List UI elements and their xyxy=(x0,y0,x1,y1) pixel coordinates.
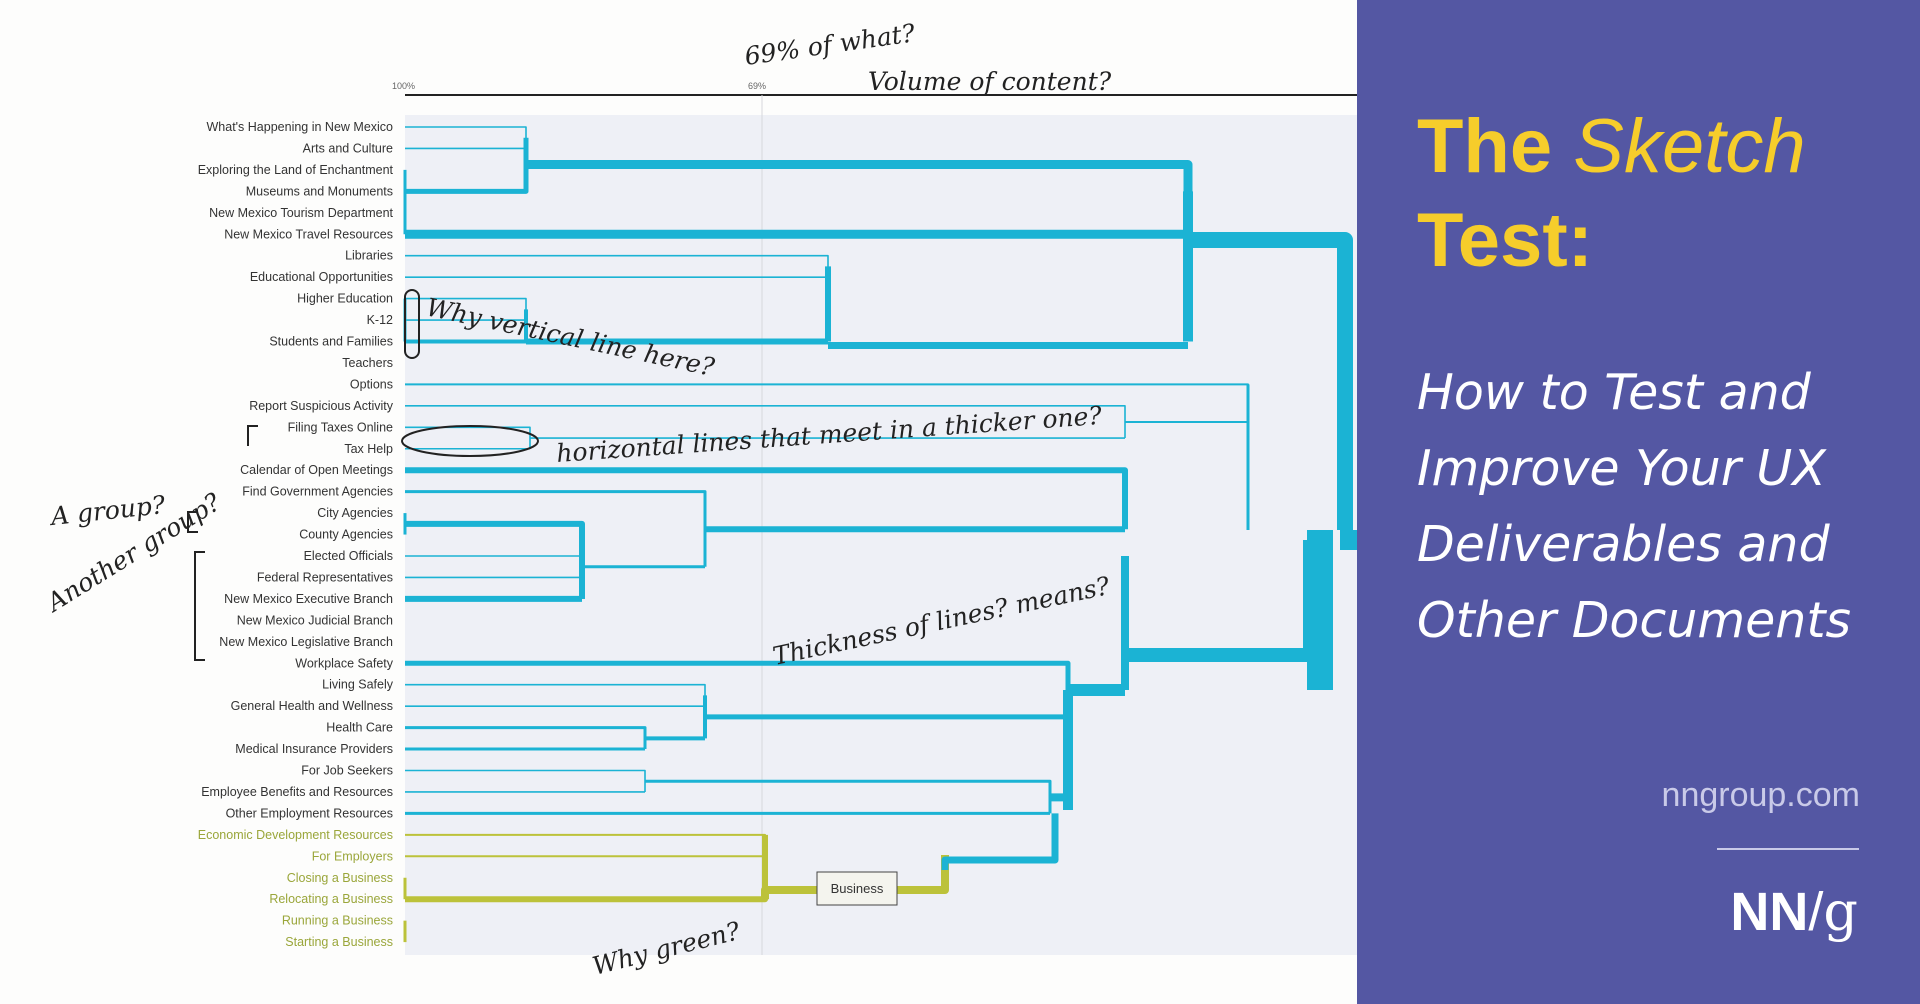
article-subtitle: How to Test and Improve Your UX Delivera… xyxy=(1417,355,1887,659)
leaf-label: K-12 xyxy=(367,313,393,327)
tree-link xyxy=(941,813,1059,870)
leaf-label: New Mexico Legislative Branch xyxy=(219,635,393,649)
logo-slash: / xyxy=(1808,882,1824,942)
business-cluster-box xyxy=(816,871,898,906)
leaf-label: Federal Representatives xyxy=(257,570,393,584)
article-title: The Sketch Test: xyxy=(1417,100,1806,288)
leaf-label: City Agencies xyxy=(317,506,393,520)
bracket-mark-group xyxy=(187,511,198,533)
leaf-label: Find Government Agencies xyxy=(242,485,393,499)
leaf-label: Filing Taxes Online xyxy=(288,420,393,434)
title-panel: The Sketch Test: How to Test and Improve… xyxy=(1357,0,1920,1004)
nng-logo: NN/g xyxy=(1730,880,1858,943)
note-volume: Volume of content? xyxy=(868,67,1112,96)
leaf-label: Options xyxy=(350,377,393,391)
logo-g: g xyxy=(1823,880,1858,943)
tree-link xyxy=(405,490,707,569)
leaf-label: New Mexico Executive Branch xyxy=(224,592,393,606)
leaf-label: New Mexico Travel Resources xyxy=(224,227,393,241)
leaf-label: Medical Insurance Providers xyxy=(235,742,393,756)
axis-label-69: 69% xyxy=(748,81,766,91)
bracket-mark-taxes xyxy=(247,425,258,446)
leaf-label: What's Happening in New Mexico xyxy=(207,120,394,134)
leaf-label: Employee Benefits and Resources xyxy=(201,785,393,799)
leaf-label: Starting a Business xyxy=(285,935,393,949)
subtitle-line: How to Test and xyxy=(1417,364,1811,421)
leaf-label: Health Care xyxy=(326,721,393,735)
leaf-label: New Mexico Judicial Branch xyxy=(237,613,393,627)
leaf-label: County Agencies xyxy=(299,528,393,542)
tree-links xyxy=(403,126,1357,943)
leaf-label: For Employers xyxy=(312,849,393,863)
title-word-the: The xyxy=(1417,104,1553,189)
axis-label-100: 100% xyxy=(392,81,415,91)
circle-mark-k12 xyxy=(404,289,420,359)
tree-link xyxy=(405,726,647,751)
leaf-label: Other Employment Resources xyxy=(226,806,393,820)
business-cluster-label: Business xyxy=(831,881,884,896)
subtitle-line: Other Documents xyxy=(1417,592,1852,649)
annotation-marks xyxy=(187,289,539,661)
tree-link xyxy=(1188,232,1353,530)
ellipse-mark-taxes xyxy=(401,425,539,457)
leaf-label: Relocating a Business xyxy=(269,892,393,906)
title-word-test: Test: xyxy=(1417,198,1593,283)
tree-link xyxy=(405,467,1128,533)
leaf-label: Workplace Safety xyxy=(295,656,393,670)
leaf-label: Teachers xyxy=(342,356,393,370)
logo-nn: NN xyxy=(1730,882,1809,942)
leaf-label: Libraries xyxy=(345,249,393,263)
tree-link xyxy=(405,137,529,194)
leaf-label: Students and Families xyxy=(269,335,393,349)
leaf-label: Elected Officials xyxy=(304,549,393,563)
tree-link xyxy=(405,769,646,793)
leaf-label: Running a Business xyxy=(282,914,393,928)
leaf-label: For Job Seekers xyxy=(301,764,393,778)
leaf-label: Arts and Culture xyxy=(303,141,393,155)
leaf-label: Closing a Business xyxy=(287,871,393,885)
bracket-mark-another-group xyxy=(194,551,205,661)
dendrogram: 100% 69% What's Happening in New MexicoA… xyxy=(40,18,1357,981)
divider xyxy=(1717,848,1859,850)
leaf-label: Report Suspicious Activity xyxy=(249,399,394,413)
leaf-label: General Health and Wellness xyxy=(231,699,393,713)
note-69-percent: 69% of what? xyxy=(743,18,918,71)
leaf-label: Higher Education xyxy=(297,292,393,306)
leaf-label: Calendar of Open Meetings xyxy=(240,463,393,477)
leaf-label: Educational Opportunities xyxy=(250,270,393,284)
subtitle-line: Deliverables and xyxy=(1417,516,1830,573)
tree-link xyxy=(405,520,585,602)
leaf-label: Economic Development Resources xyxy=(198,828,393,842)
site-link[interactable]: nngroup.com xyxy=(1661,776,1860,814)
subtitle-line: Improve Your UX xyxy=(1417,440,1826,497)
tree-link xyxy=(405,779,1052,815)
leaf-label: Living Safely xyxy=(322,678,394,692)
tree-link xyxy=(526,266,831,345)
leaf-label: Exploring the Land of Enchantment xyxy=(198,163,394,177)
tree-link xyxy=(405,405,1126,439)
title-word-sketch: Sketch xyxy=(1573,104,1806,189)
leaf-label: New Mexico Tourism Department xyxy=(209,206,393,220)
leaf-label: Tax Help xyxy=(344,442,393,456)
leaf-label: Museums and Monuments xyxy=(246,184,393,198)
tree-link xyxy=(405,309,528,344)
